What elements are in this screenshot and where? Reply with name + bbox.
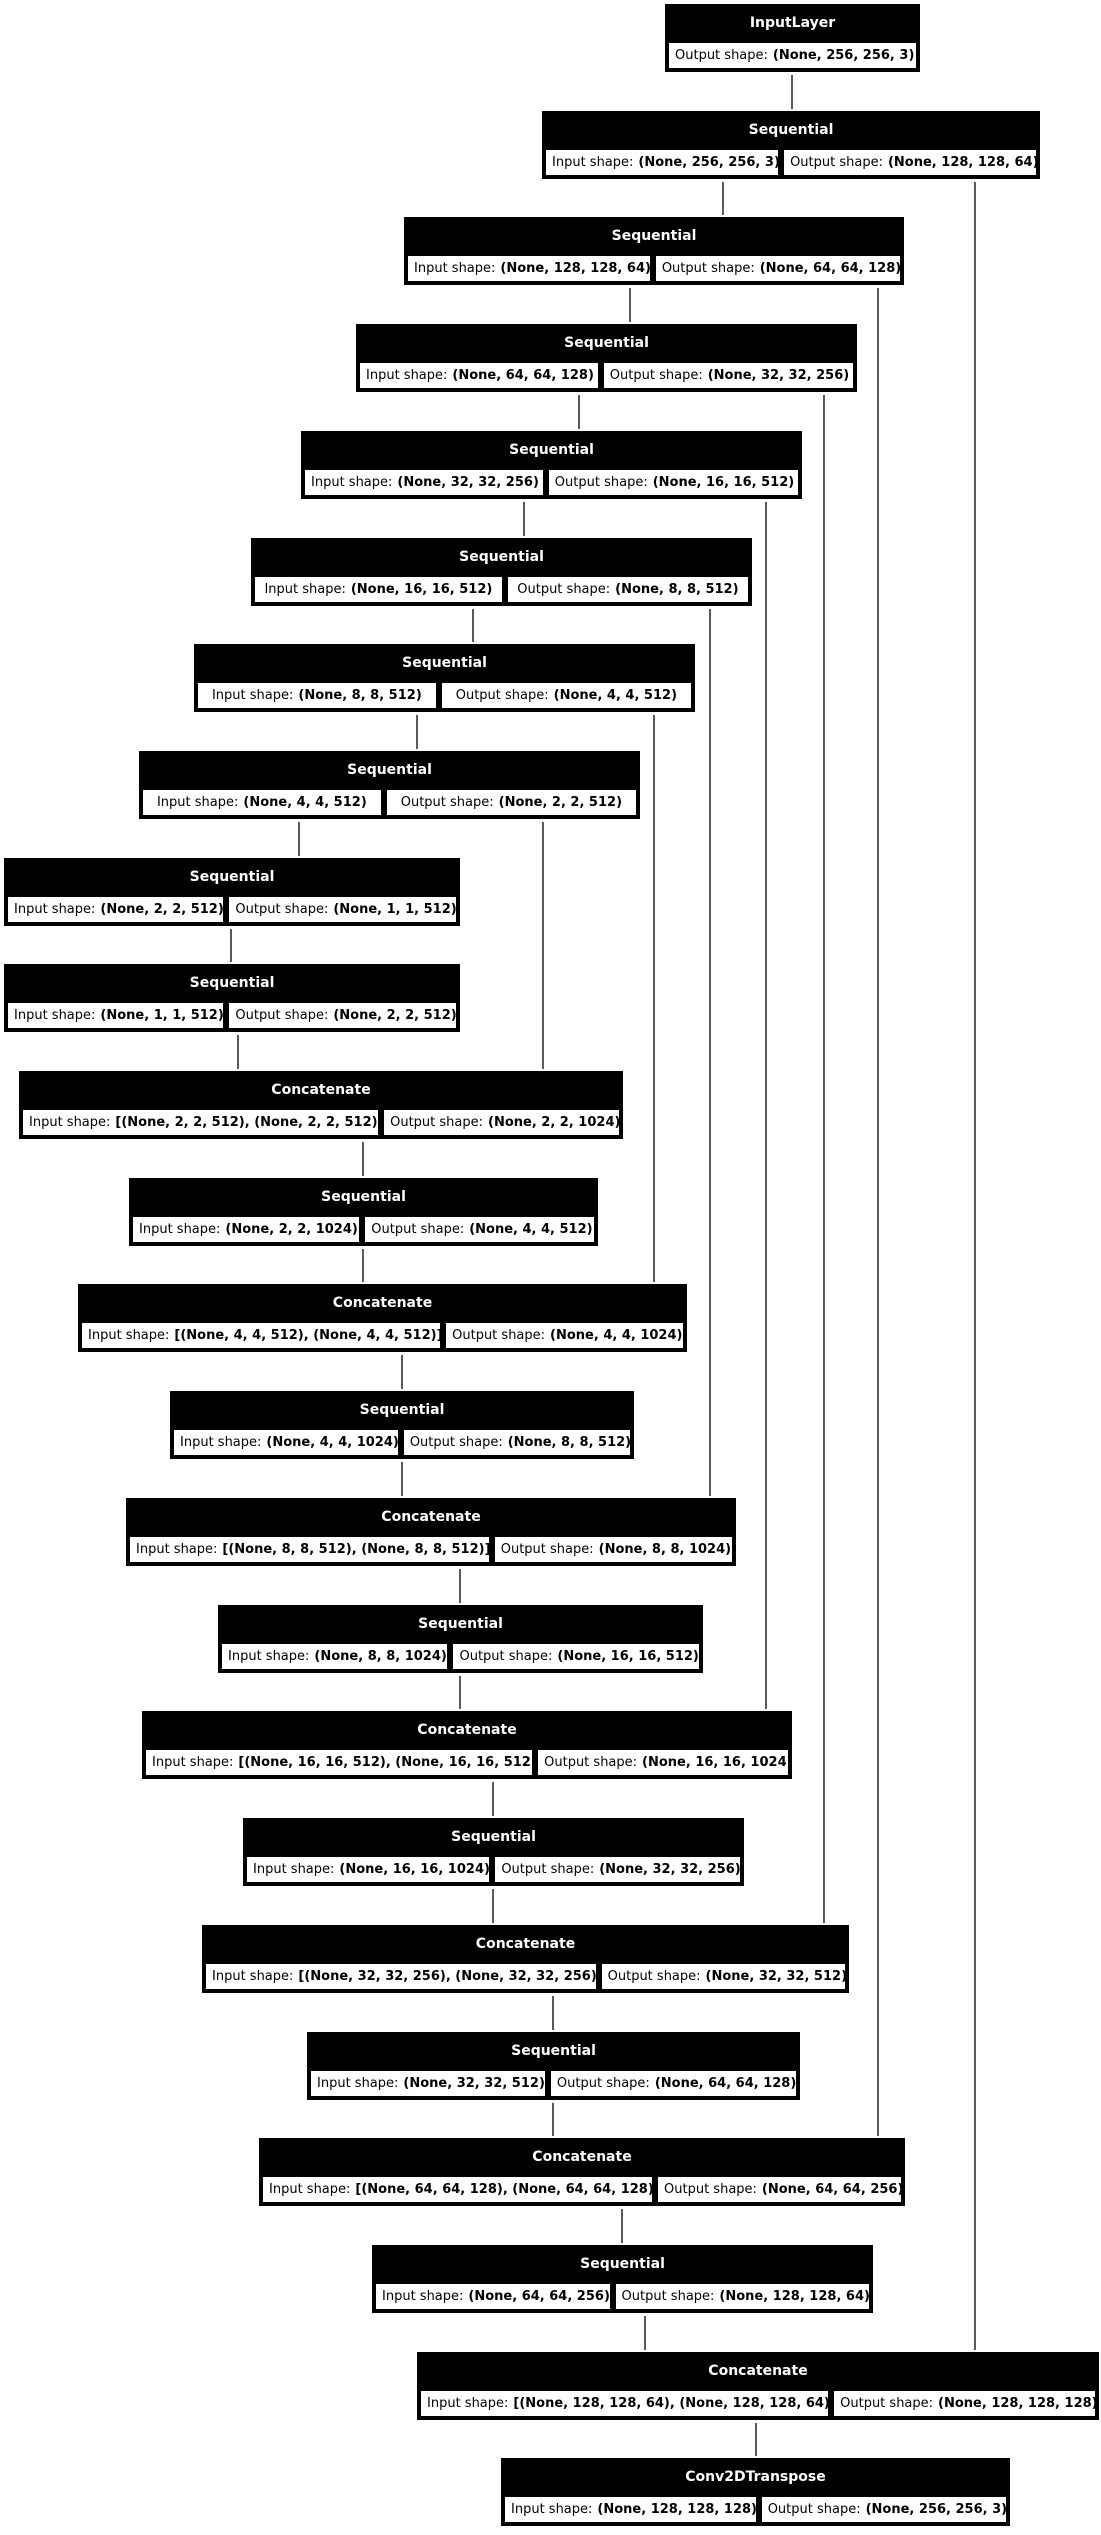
- layer-title: Sequential: [189, 975, 275, 991]
- output-shape-cell: Output shape:(None, 8, 8, 1024): [493, 1536, 733, 1563]
- output-shape-cell: Output shape:(None, 64, 64, 128): [654, 255, 901, 282]
- output-shape-cell: Output shape:(None, 2, 2, 512): [385, 789, 637, 816]
- layer-title: Sequential: [451, 1829, 536, 1845]
- output-shape-cell: Output shape:(None, 16, 16, 512): [547, 469, 799, 496]
- input-shape-cell: Input shape:(None, 8, 8, 1024): [221, 1643, 449, 1670]
- layer-node-sequential-9: Sequential Input shape:(None, 1, 1, 512)…: [4, 964, 460, 1032]
- input-shape-cell: Input shape:(None, 32, 32, 256): [304, 469, 544, 496]
- layer-node-sequential-13: Sequential Input shape:(None, 16, 16, 10…: [243, 1818, 744, 1886]
- input-shape-cell: Input shape:(None, 64, 64, 256): [375, 2283, 611, 2310]
- output-shape-cell: Output shape:(None, 128, 128, 64): [783, 149, 1037, 176]
- input-shape-cell: Input shape:(None, 128, 128, 64): [407, 255, 651, 282]
- layer-node-concatenate-1: Concatenate Input shape:[(None, 2, 2, 51…: [19, 1071, 623, 1139]
- input-shape-cell: Input shape:[(None, 32, 32, 256), (None,…: [205, 1963, 597, 1990]
- layer-title: Sequential: [580, 2256, 665, 2272]
- input-shape-cell: Input shape:[(None, 128, 128, 64), (None…: [420, 2390, 830, 2417]
- output-shape-cell: Output shape:(None, 256, 256, 3): [668, 42, 917, 69]
- layer-title: Sequential: [418, 1616, 503, 1632]
- input-shape-cell: Input shape:(None, 4, 4, 512): [142, 789, 382, 816]
- input-shape-cell: Input shape:[(None, 4, 4, 512), (None, 4…: [81, 1322, 442, 1349]
- layer-node-sequential-6: Sequential Input shape:(None, 8, 8, 512)…: [194, 644, 695, 712]
- output-shape-cell: Output shape:(None, 32, 32, 256): [494, 1856, 741, 1883]
- layer-title: Sequential: [459, 549, 544, 565]
- layer-title: Concatenate: [332, 1295, 433, 1311]
- output-shape-cell: Output shape:(None, 4, 4, 512): [440, 682, 692, 709]
- input-shape-cell: Input shape:(None, 1, 1, 512): [7, 1002, 225, 1029]
- output-shape-cell: Output shape:(None, 16, 16, 512): [452, 1643, 700, 1670]
- layer-node-sequential-5: Sequential Input shape:(None, 16, 16, 51…: [251, 538, 752, 606]
- layer-node-concatenate-3: Concatenate Input shape:[(None, 8, 8, 51…: [126, 1498, 736, 1566]
- output-shape-cell: Output shape:(None, 8, 8, 512): [506, 576, 749, 603]
- layer-node-sequential-1: Sequential Input shape:(None, 256, 256, …: [542, 111, 1040, 179]
- layer-title: Sequential: [509, 442, 594, 458]
- layer-node-concatenate-5: Concatenate Input shape:[(None, 32, 32, …: [202, 1925, 849, 1993]
- layer-node-concatenate-7: Concatenate Input shape:[(None, 128, 128…: [417, 2352, 1099, 2420]
- layer-title: Sequential: [564, 335, 649, 351]
- output-shape-cell: Output shape:(None, 128, 128, 128): [833, 2390, 1096, 2417]
- layer-node-sequential-15: Sequential Input shape:(None, 64, 64, 25…: [372, 2245, 873, 2313]
- input-shape-cell: Input shape:(None, 128, 128, 128): [504, 2496, 757, 2523]
- layer-node-sequential-12: Sequential Input shape:(None, 8, 8, 1024…: [218, 1605, 703, 1673]
- layer-title: Concatenate: [381, 1509, 481, 1525]
- input-shape-cell: Input shape:(None, 16, 16, 512): [254, 576, 503, 603]
- input-shape-cell: Input shape:[(None, 8, 8, 512), (None, 8…: [129, 1536, 490, 1563]
- output-shape-cell: Output shape:(None, 2, 2, 1024): [383, 1109, 620, 1136]
- layer-title: Sequential: [611, 228, 697, 244]
- input-shape-cell: Input shape:(None, 256, 256, 3): [545, 149, 780, 176]
- output-shape-cell: Output shape:(None, 128, 128, 64): [614, 2283, 870, 2310]
- input-shape-cell: Input shape:(None, 2, 2, 1024): [132, 1216, 361, 1243]
- layer-node-sequential-3: Sequential Input shape:(None, 64, 64, 12…: [356, 324, 857, 392]
- output-shape-cell: Output shape:(None, 16, 16, 1024): [537, 1749, 789, 1776]
- layer-title: Sequential: [511, 2043, 596, 2059]
- layer-title: Sequential: [347, 762, 432, 778]
- output-shape-cell: Output shape:(None, 32, 32, 512): [600, 1963, 846, 1990]
- output-shape-cell: Output shape:(None, 32, 32, 256): [602, 362, 854, 389]
- output-shape-cell: Output shape:(None, 256, 256, 3): [760, 2496, 1007, 2523]
- layer-node-inputlayer: InputLayer Output shape:(None, 256, 256,…: [665, 4, 920, 72]
- input-shape-cell: Input shape:[(None, 64, 64, 128), (None,…: [262, 2176, 654, 2203]
- layer-title: Conv2DTranspose: [685, 2469, 826, 2485]
- output-shape-cell: Output shape:(None, 64, 64, 256): [657, 2176, 902, 2203]
- output-shape-cell: Output shape:(None, 2, 2, 512): [228, 1002, 457, 1029]
- input-shape-cell: Input shape:[(None, 2, 2, 512), (None, 2…: [22, 1109, 380, 1136]
- layer-title: Sequential: [359, 1402, 445, 1418]
- input-shape-cell: Input shape:(None, 8, 8, 512): [197, 682, 437, 709]
- input-shape-cell: Input shape:[(None, 16, 16, 512), (None,…: [145, 1749, 534, 1776]
- input-shape-cell: Input shape:(None, 2, 2, 512): [7, 896, 225, 923]
- layer-title: Sequential: [402, 655, 487, 671]
- layer-node-sequential-2: Sequential Input shape:(None, 128, 128, …: [404, 217, 904, 285]
- output-shape-cell: Output shape:(None, 4, 4, 512): [364, 1216, 595, 1243]
- layer-node-concatenate-6: Concatenate Input shape:[(None, 64, 64, …: [259, 2138, 905, 2206]
- output-shape-cell: Output shape:(None, 64, 64, 128): [549, 2070, 797, 2097]
- layer-node-sequential-8: Sequential Input shape:(None, 2, 2, 512)…: [4, 858, 460, 926]
- layer-node-concatenate-2: Concatenate Input shape:[(None, 4, 4, 51…: [78, 1284, 687, 1352]
- layer-node-sequential-4: Sequential Input shape:(None, 32, 32, 25…: [301, 431, 802, 499]
- layer-title: Sequential: [189, 869, 275, 885]
- input-shape-cell: Input shape:(None, 32, 32, 512): [310, 2070, 546, 2097]
- layer-title: InputLayer: [749, 15, 836, 31]
- layer-node-conv2dtranspose: Conv2DTranspose Input shape:(None, 128, …: [501, 2458, 1010, 2526]
- layer-title: Sequential: [748, 122, 834, 138]
- layer-title: Concatenate: [417, 1722, 517, 1738]
- output-shape-cell: Output shape:(None, 8, 8, 512): [402, 1429, 631, 1456]
- layer-title: Concatenate: [475, 1936, 576, 1952]
- layer-node-sequential-10: Sequential Input shape:(None, 2, 2, 1024…: [129, 1178, 598, 1246]
- layer-node-sequential-11: Sequential Input shape:(None, 4, 4, 1024…: [170, 1391, 634, 1459]
- layer-node-sequential-14: Sequential Input shape:(None, 32, 32, 51…: [307, 2032, 800, 2100]
- layer-title: Concatenate: [271, 1082, 371, 1098]
- input-shape-cell: Input shape:(None, 4, 4, 1024): [173, 1429, 399, 1456]
- input-shape-cell: Input shape:(None, 64, 64, 128): [359, 362, 599, 389]
- output-shape-cell: Output shape:(None, 1, 1, 512): [228, 896, 457, 923]
- output-shape-cell: Output shape:(None, 4, 4, 1024): [445, 1322, 684, 1349]
- layer-title: Concatenate: [708, 2363, 808, 2379]
- layer-title: Concatenate: [532, 2149, 632, 2165]
- layer-title: Sequential: [321, 1189, 406, 1205]
- layer-node-concatenate-4: Concatenate Input shape:[(None, 16, 16, …: [142, 1711, 792, 1779]
- input-shape-cell: Input shape:(None, 16, 16, 1024): [246, 1856, 491, 1883]
- layer-node-sequential-7: Sequential Input shape:(None, 4, 4, 512)…: [139, 751, 640, 819]
